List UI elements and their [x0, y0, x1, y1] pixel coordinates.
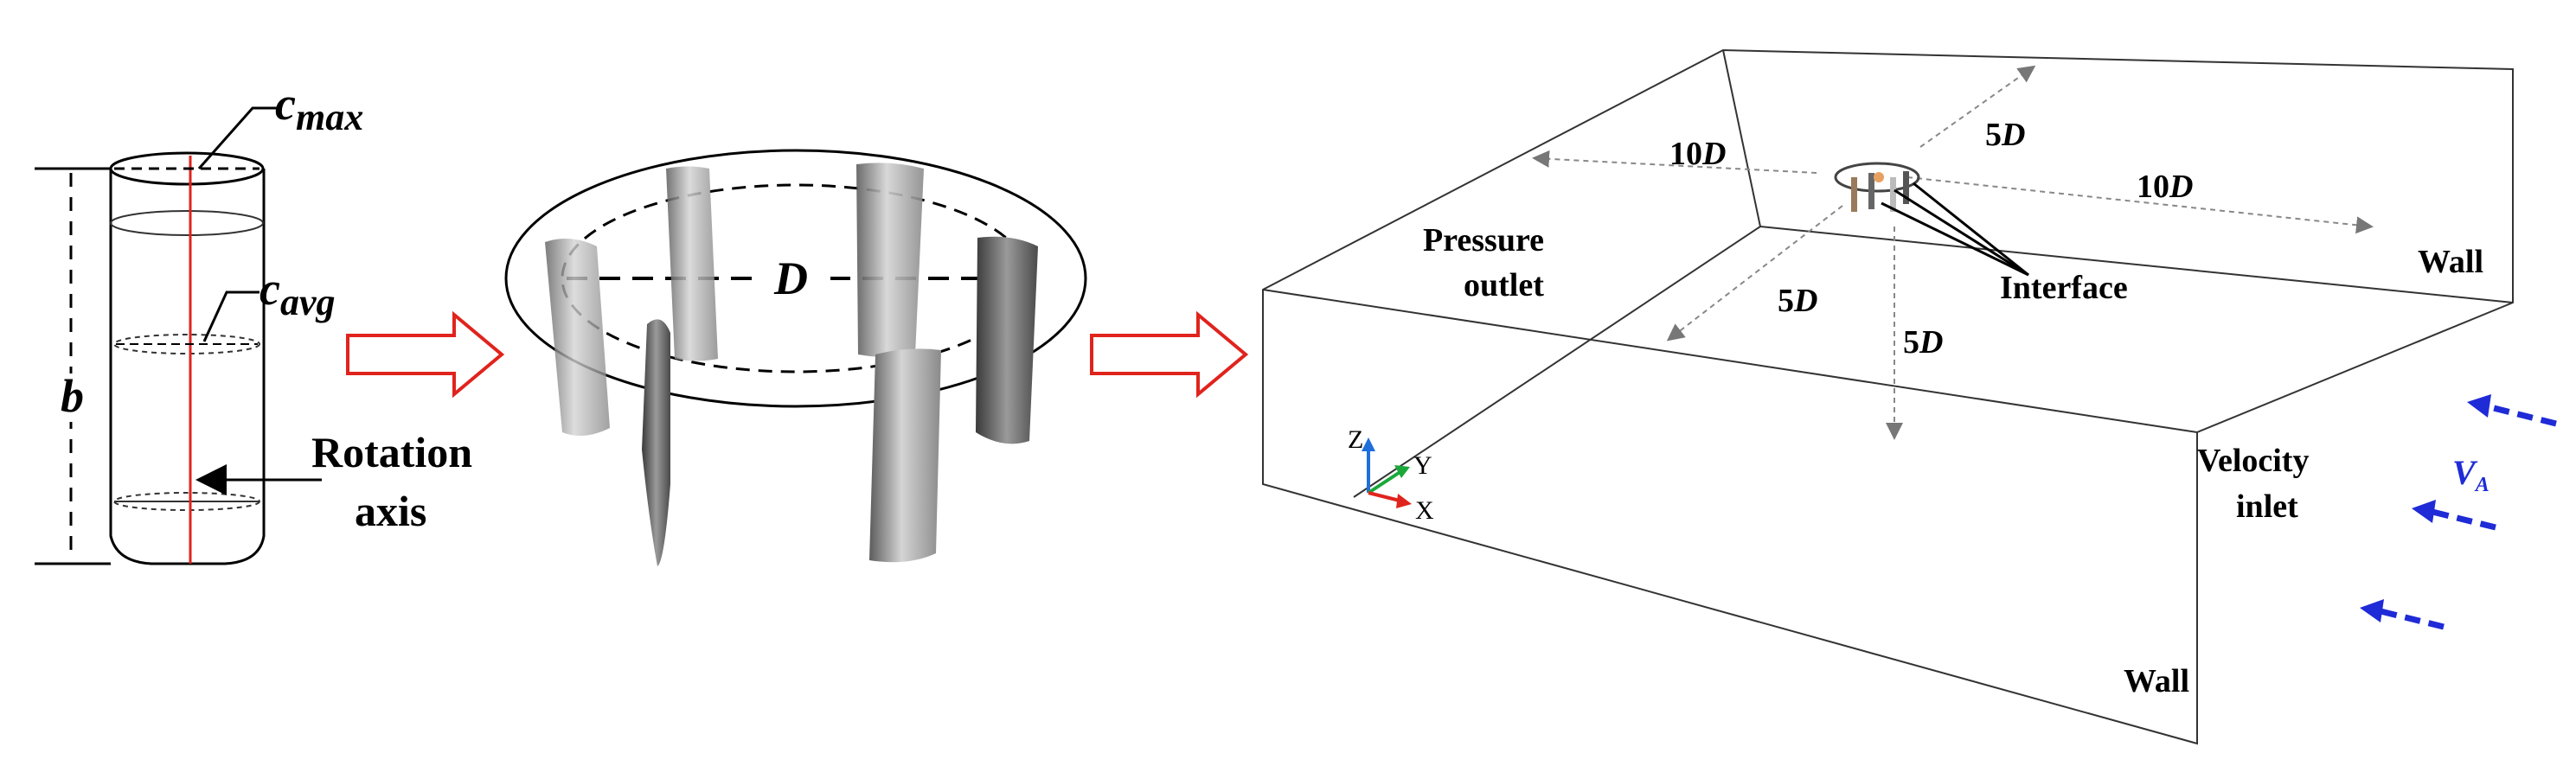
rotor-panel: D — [504, 149, 1087, 566]
blade-outline — [109, 151, 266, 565]
rotation-axis-label-line1: Rotation — [311, 428, 472, 476]
inflow-velocity-label: VA — [2452, 453, 2489, 496]
dim-5D-top: 5D — [1985, 117, 2025, 153]
dimension-arrows — [1532, 65, 2374, 440]
cavg-label: cavg — [260, 263, 336, 323]
cmax-label: cmax — [275, 78, 363, 138]
span-dimension — [35, 167, 111, 565]
rotor-blade — [545, 239, 610, 436]
pressure-outlet-label-line2: outlet — [1464, 267, 1544, 303]
rotation-axis-label-line2: axis — [355, 487, 426, 535]
span-b-label: b — [61, 370, 84, 422]
pressure-outlet-label-line1: Pressure — [1423, 222, 1544, 259]
domain-box-edges — [1262, 48, 2514, 745]
rotor-blade — [869, 348, 941, 563]
rotor-outer-circle — [504, 149, 1087, 408]
coordinate-axes: Z Y X — [1348, 425, 1434, 525]
interface-label: Interface — [2000, 270, 2128, 306]
blade-section-panel: cmax cavg b Rotation axis — [35, 78, 472, 565]
diameter-label: D — [773, 252, 808, 304]
dim-5D-down: 5D — [1903, 324, 1943, 361]
axis-x-label: X — [1415, 496, 1434, 525]
flow-arrow-1 — [346, 310, 505, 399]
velocity-inlet-label-line2: inlet — [2236, 488, 2298, 525]
rotor-blade — [666, 166, 718, 361]
wall-bottom-label: Wall — [2124, 663, 2189, 699]
rotor-blade — [642, 319, 670, 566]
wall-top-label: Wall — [2418, 244, 2483, 280]
velocity-inlet-label-line1: Velocity — [2197, 443, 2309, 479]
rotor-blade — [856, 163, 924, 357]
dim-10D-left: 10D — [1669, 136, 1726, 172]
axis-z-label: Z — [1348, 425, 1363, 454]
dim-5D-left: 5D — [1778, 283, 1817, 319]
rotor-blade — [976, 236, 1038, 444]
interface-leaders — [1881, 182, 2029, 277]
leader-lines — [195, 106, 322, 495]
flow-arrow-2 — [1090, 310, 1249, 399]
axis-y-label: Y — [1413, 451, 1432, 480]
inflow-arrows — [2360, 394, 2557, 630]
domain-panel: 10D 5D 10D 5D 5D Pressure outlet Interfa… — [1262, 48, 2557, 745]
dim-10D-right: 10D — [2137, 169, 2193, 205]
turbine-model-icon — [1834, 162, 1920, 212]
